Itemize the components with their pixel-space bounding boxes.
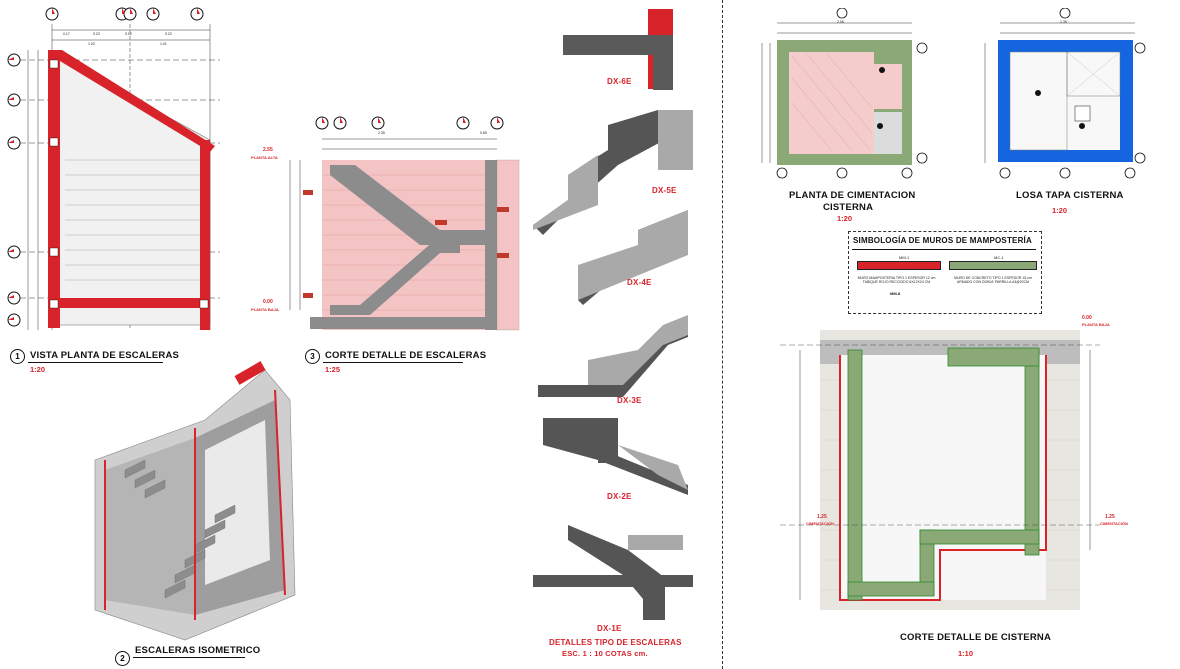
legend-mm-label: MM-1 bbox=[899, 255, 910, 260]
foundation-plan-drawing bbox=[761, 8, 928, 179]
section-top-level: 2.55 bbox=[263, 147, 273, 153]
detail-label-dx3e: DX-3E bbox=[617, 396, 642, 405]
detail-label-dx5e: DX-5E bbox=[652, 186, 677, 195]
cistern-mid-level: 1.25 bbox=[817, 514, 827, 520]
view-1-scale: 1:20 bbox=[30, 365, 46, 374]
cistern-top-level-label: PLANTA BAJA bbox=[1082, 322, 1110, 327]
view-1-title: VISTA PLANTA DE ESCALERAS bbox=[30, 350, 180, 361]
plan-dim-6: 1.01 bbox=[160, 42, 167, 46]
view-1-number: 1 bbox=[10, 349, 25, 364]
cistern-top-level: 0.00 bbox=[1082, 315, 1092, 321]
stairs-section-drawing bbox=[289, 116, 520, 331]
plan-dim-5: 1.02 bbox=[88, 42, 95, 46]
legend-mc-desc: MURO DE CONCRETO TIPO 1 ESPESOR 15 cm AR… bbox=[954, 276, 1032, 284]
legend-mc-label: MC-1 bbox=[994, 255, 1004, 260]
stair-details-drawing bbox=[533, 9, 693, 620]
legend-mm-code: MM-8 bbox=[890, 291, 901, 296]
slab-dim-1: 1.35 bbox=[1060, 20, 1067, 24]
cistern-section-drawing bbox=[780, 330, 1100, 610]
cistern-slab-title: LOSA TAPA CISTERNA bbox=[1016, 190, 1124, 201]
view-3-title: CORTE DETALLE DE ESCALERAS bbox=[325, 350, 487, 361]
view-1-title-line bbox=[28, 362, 163, 363]
plan-dim-4: 0.22 bbox=[165, 32, 172, 36]
detail-label-dx6e: DX-6E bbox=[607, 77, 632, 86]
legend-title: SIMBOLOGÍA DE MUROS DE MAMPOSTERÍA bbox=[853, 236, 1032, 245]
cistern-section-scale: 1:10 bbox=[958, 649, 974, 658]
detail-label-dx1e: DX-1E bbox=[597, 624, 622, 633]
section-top-level-label: PLANTA ALTA bbox=[251, 155, 278, 160]
details-title: DETALLES TIPO DE ESCALERAS bbox=[549, 638, 682, 647]
stairs-isometric-drawing bbox=[94, 361, 296, 641]
cistern-mid-level-label: CIMENTACIÓN bbox=[806, 521, 834, 526]
legend-mm-desc: MURO MAMPOSTERIA TIPO 1 ESPESOR 12 cm TA… bbox=[857, 276, 936, 284]
sheet-divider bbox=[722, 0, 723, 669]
section-bottom-level-label: PLANTA BAJA bbox=[251, 307, 279, 312]
foundation-scale: 1:20 bbox=[837, 214, 853, 223]
cistern-mid-level-label-right: CIMENTACIÓN bbox=[1100, 521, 1128, 526]
foundation-title-1: PLANTA DE CIMENTACION bbox=[789, 190, 916, 201]
legend-mm-swatch bbox=[857, 261, 941, 270]
view-2-title-line bbox=[133, 657, 245, 658]
legend-mc-swatch bbox=[949, 261, 1037, 270]
view-3-title-line bbox=[323, 362, 463, 363]
view-2-number: 2 bbox=[115, 651, 130, 666]
section-dim-1: 2.35 bbox=[378, 131, 385, 135]
detail-label-dx4e: DX-4E bbox=[627, 278, 652, 287]
cistern-slab-scale: 1:20 bbox=[1052, 206, 1068, 215]
cistern-section-title: CORTE DETALLE DE CISTERNA bbox=[900, 632, 1052, 643]
view-3-scale: 1:25 bbox=[325, 365, 341, 374]
cistern-slab-drawing bbox=[984, 8, 1146, 179]
section-bottom-level: 0.00 bbox=[263, 299, 273, 305]
cistern-mid-level-right: 1.25 bbox=[1105, 514, 1115, 520]
legend-title-line bbox=[852, 249, 1036, 250]
masonry-legend: SIMBOLOGÍA DE MUROS DE MAMPOSTERÍA MM-1 … bbox=[848, 231, 1042, 314]
section-dim-2: 0.65 bbox=[480, 131, 487, 135]
details-scale: ESC. 1 : 10 COTAS cm. bbox=[562, 649, 648, 658]
plan-dim-1: 0.17 bbox=[63, 32, 70, 36]
plan-dim-2: 0.23 bbox=[93, 32, 100, 36]
view-3-number: 3 bbox=[305, 349, 320, 364]
foundation-title-2: CISTERNA bbox=[823, 202, 874, 213]
detail-label-dx2e: DX-2E bbox=[607, 492, 632, 501]
stairs-plan-drawing bbox=[7, 7, 220, 330]
view-2-title: ESCALERAS ISOMETRICO bbox=[135, 645, 261, 656]
plan-dim-3: 0.12 bbox=[125, 32, 132, 36]
found-dim-1: 2.06 bbox=[837, 20, 844, 24]
